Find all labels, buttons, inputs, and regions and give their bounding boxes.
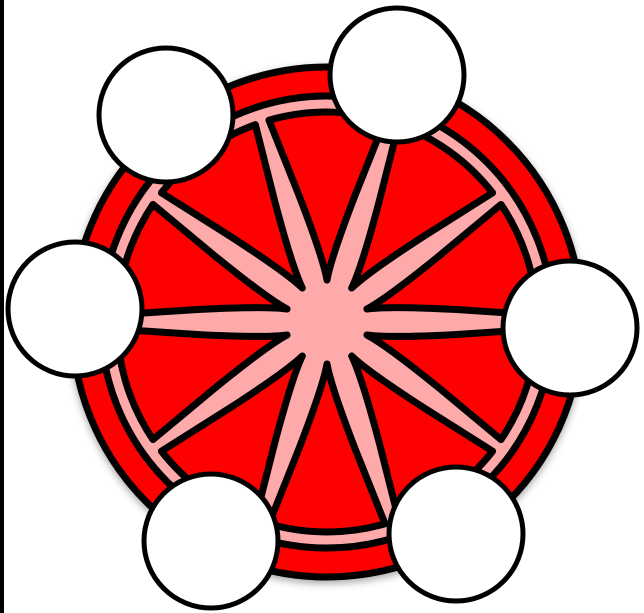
placeholder-circle-1-shape bbox=[99, 48, 233, 182]
placeholder-circle-3-shape bbox=[8, 242, 142, 376]
placeholder-circle-4-shape bbox=[503, 261, 637, 395]
placeholder-circle-1 bbox=[99, 48, 233, 182]
placeholder-circle-2-shape bbox=[330, 8, 464, 142]
placeholder-circle-5-shape bbox=[144, 474, 278, 608]
placeholder-circle-6 bbox=[389, 467, 523, 601]
placeholder-circle-2 bbox=[330, 8, 464, 142]
placeholder-circle-6-shape bbox=[389, 467, 523, 601]
placeholder-circle-3 bbox=[8, 242, 142, 376]
placeholder-circle-5 bbox=[144, 474, 278, 608]
placeholder-circle-4 bbox=[503, 261, 637, 395]
